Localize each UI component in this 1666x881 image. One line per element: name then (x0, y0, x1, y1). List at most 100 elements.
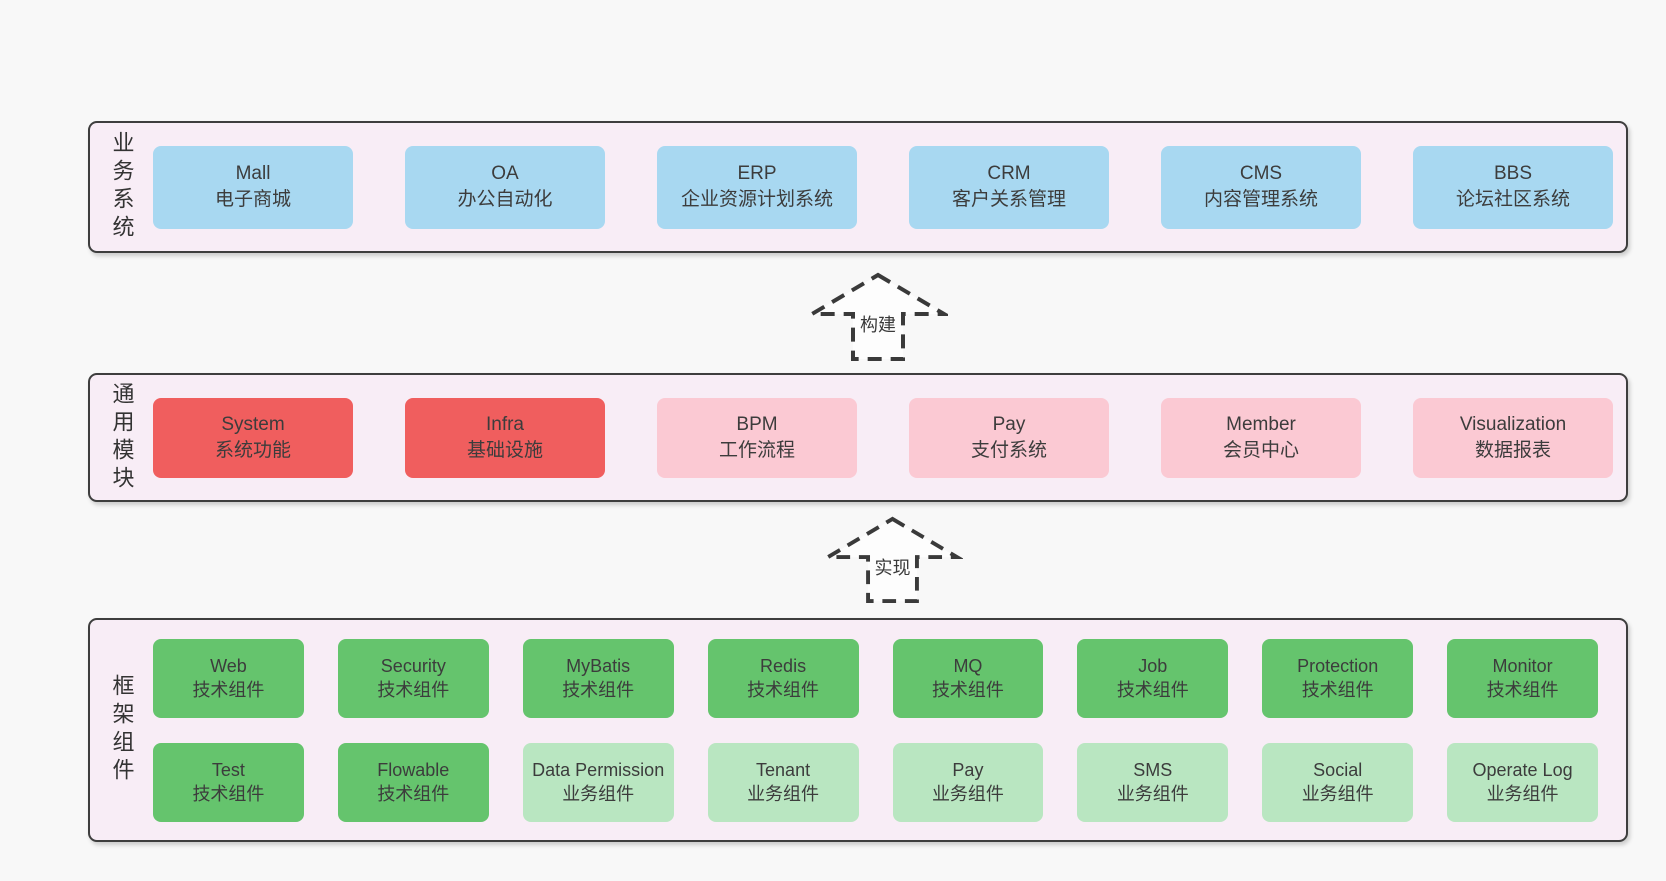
box-subtitle: 技术组件 (747, 680, 820, 700)
box-title: BPM (736, 413, 778, 435)
layer-label-framework-components: 框架组件 (90, 620, 153, 840)
box-security: Security 技术组件 (337, 638, 489, 718)
box-title: Mall (235, 163, 271, 184)
box-title: Web (210, 656, 247, 676)
layer-label-text: 通用模块 (109, 381, 135, 494)
box-subtitle: 论坛社区系统 (1455, 189, 1570, 210)
box-subtitle: 技术组件 (192, 784, 265, 804)
box-subtitle: 支付系统 (970, 439, 1047, 461)
box-title: Tenant (756, 760, 811, 780)
box-title: CRM (987, 163, 1031, 184)
arrow-label-build: 构建 (857, 310, 899, 339)
box-visualization: Visualization 数据报表 (1413, 397, 1613, 478)
implement-arrow: 实现 (822, 516, 963, 604)
box-subtitle: 技术组件 (931, 680, 1004, 700)
box-title: MQ (953, 656, 983, 676)
box-subtitle: 业务组件 (1116, 784, 1189, 804)
box-tenant: Tenant 业务组件 (707, 742, 859, 822)
layer-framework-components: 内置组件 框架组件 Web 技术组件 Security 技术组件 MyBatis 技术组件… (40, 618, 1628, 842)
box-test: Test 技术组件 (153, 742, 304, 822)
box-subtitle: 业务组件 (1486, 784, 1559, 804)
box-title: Pay (952, 760, 984, 780)
box-infra: Infra 基础设施 (405, 397, 605, 478)
build-arrow: 构建 (808, 272, 948, 362)
box-title: Social (1313, 760, 1363, 780)
box-subtitle: 技术组件 (192, 680, 265, 700)
layer-label-text: 框架组件 (109, 674, 135, 786)
box-subtitle: 企业资源计划系统 (680, 189, 833, 210)
box-bpm: BPM 工作流程 (657, 397, 857, 478)
box-subtitle: 技术组件 (377, 680, 450, 700)
box-subtitle: 技术组件 (1486, 680, 1559, 700)
box-title: ERP (737, 163, 777, 184)
box-flowable: Flowable 技术组件 (337, 742, 489, 822)
arrow-label-implement: 实现 (871, 553, 914, 582)
box-title: BBS (1493, 163, 1533, 184)
box-subtitle: 基础设施 (466, 439, 543, 461)
box-title: Flowable (377, 760, 450, 780)
box-mall: Mall 电子商城 (153, 145, 353, 229)
box-subtitle: 业务组件 (747, 784, 820, 804)
box-operate-log: Operate Log 业务组件 (1447, 742, 1598, 822)
box-web: Web 技术组件 (153, 638, 304, 718)
box-erp: ERP 企业资源计划系统 (657, 145, 857, 229)
box-redis: Redis 技术组件 (707, 638, 859, 718)
box-title: Data Permission (532, 760, 665, 780)
box-subtitle: 工作流程 (718, 439, 795, 461)
sticky-note-text: 内置组件 (56, 678, 78, 774)
box-title: Test (211, 760, 245, 780)
sticky-note-text: 内置功能 (56, 374, 78, 471)
box-mybatis: MyBatis 技术组件 (522, 638, 674, 718)
box-title: Monitor (1492, 656, 1553, 676)
box-cms: CMS 内容管理系统 (1161, 145, 1361, 229)
box-subtitle: 业务组件 (562, 784, 635, 804)
box-title: Infra (485, 413, 525, 435)
box-subtitle: 内容管理系统 (1203, 189, 1318, 210)
box-data-permission: Data Permission 业务组件 (522, 742, 674, 822)
box-subtitle: 系统功能 (214, 439, 291, 461)
box-subtitle: 会员中心 (1222, 439, 1299, 461)
layer-label-business-systems: 业务系统 (90, 123, 153, 251)
box-title: Operate Log (1472, 760, 1573, 780)
box-title: Redis (760, 656, 807, 676)
box-bbs: BBS 论坛社区系统 (1413, 145, 1613, 229)
box-title: CMS (1239, 163, 1283, 184)
box-subtitle: 电子商城 (214, 189, 291, 210)
sticky-note-built-in-features: 内置功能 (40, 369, 94, 472)
box-title: Job (1138, 656, 1168, 676)
box-subtitle: 技术组件 (562, 680, 635, 700)
box-monitor: Monitor 技术组件 (1447, 638, 1598, 718)
box-subtitle: 业务组件 (1301, 784, 1374, 804)
box-title: Pay (992, 413, 1026, 435)
box-social: Social 业务组件 (1262, 742, 1414, 822)
box-mq: MQ 技术组件 (892, 638, 1044, 718)
box-title: Protection (1297, 656, 1379, 676)
box-title: OA (491, 163, 519, 184)
layer-label-common-modules: 通用模块 (90, 375, 153, 500)
box-title: Visualization (1459, 413, 1567, 435)
box-title: Security (380, 656, 446, 676)
layer-label-text: 业务系统 (109, 131, 135, 243)
box-subtitle: 办公自动化 (457, 189, 553, 210)
box-subtitle: 技术组件 (1116, 680, 1189, 700)
box-job: Job 技术组件 (1077, 638, 1229, 718)
box-subtitle: 数据报表 (1474, 439, 1551, 461)
sticky-note-built-in-components: 内置组件 (40, 657, 94, 791)
box-subtitle: 技术组件 (377, 784, 450, 804)
box-title: MyBatis (566, 656, 631, 676)
